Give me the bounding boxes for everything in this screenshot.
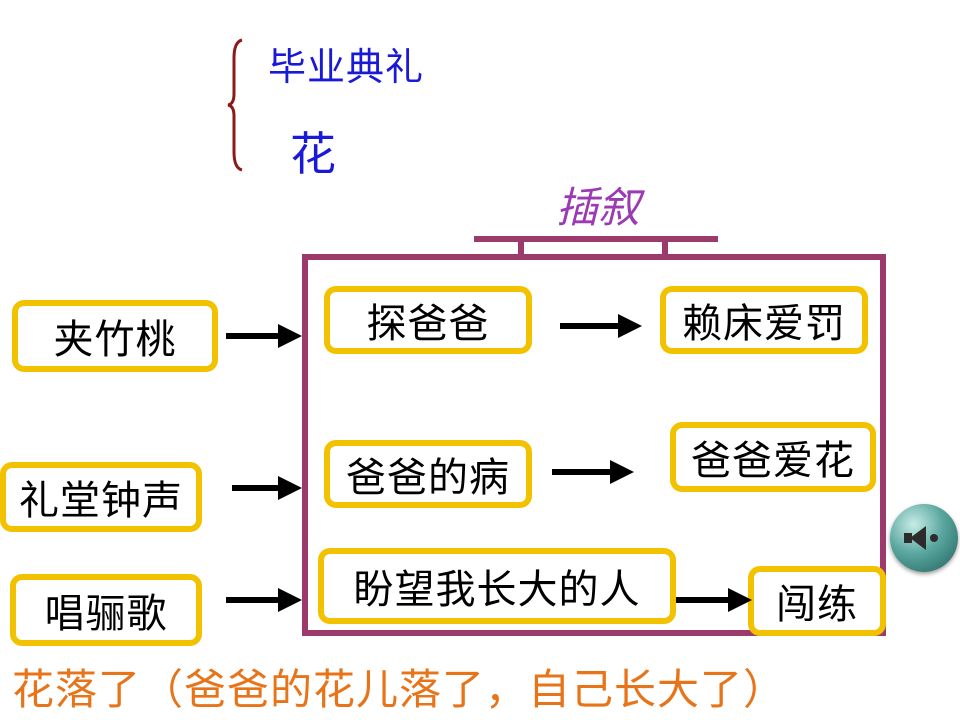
node-late-bed-punishment: 赖床爱罚 xyxy=(660,286,868,354)
arrow-right-icon xyxy=(676,588,752,612)
speaker-button[interactable] xyxy=(890,504,958,572)
header-line-flower: 花 xyxy=(290,127,336,181)
frame-bracket-tick-right xyxy=(662,236,668,258)
node-oleander: 夹竹桃 xyxy=(12,300,218,372)
node-hoping-i-grow-up: 盼望我长大的人 xyxy=(318,548,676,624)
arrow-right-icon xyxy=(560,314,642,338)
node-auditorium-bell: 礼堂钟声 xyxy=(0,462,202,532)
flashback-frame xyxy=(302,254,886,636)
arrow-right-icon xyxy=(226,324,302,348)
arrow-right-icon xyxy=(552,460,634,484)
node-venture-training: 闯练 xyxy=(748,566,886,636)
speaker-icon xyxy=(904,526,938,550)
frame-bracket-bar xyxy=(474,236,718,242)
node-farewell-song: 唱骊歌 xyxy=(10,574,202,646)
insert-narrative-label: 插叙 xyxy=(556,183,641,232)
header-line-graduation: 毕业典礼 xyxy=(268,45,425,89)
frame-bracket-tick-left xyxy=(518,236,524,258)
summary-text: 花落了（爸爸的花儿落了，自己长大了） xyxy=(12,665,787,714)
node-dad-illness: 爸爸的病 xyxy=(324,440,532,508)
node-dad-loves-flowers: 爸爸爱花 xyxy=(670,422,876,492)
left-brace-icon xyxy=(227,38,243,172)
arrow-right-icon xyxy=(226,588,302,612)
arrow-right-icon xyxy=(232,476,302,500)
node-visit-dad: 探爸爸 xyxy=(324,286,532,354)
